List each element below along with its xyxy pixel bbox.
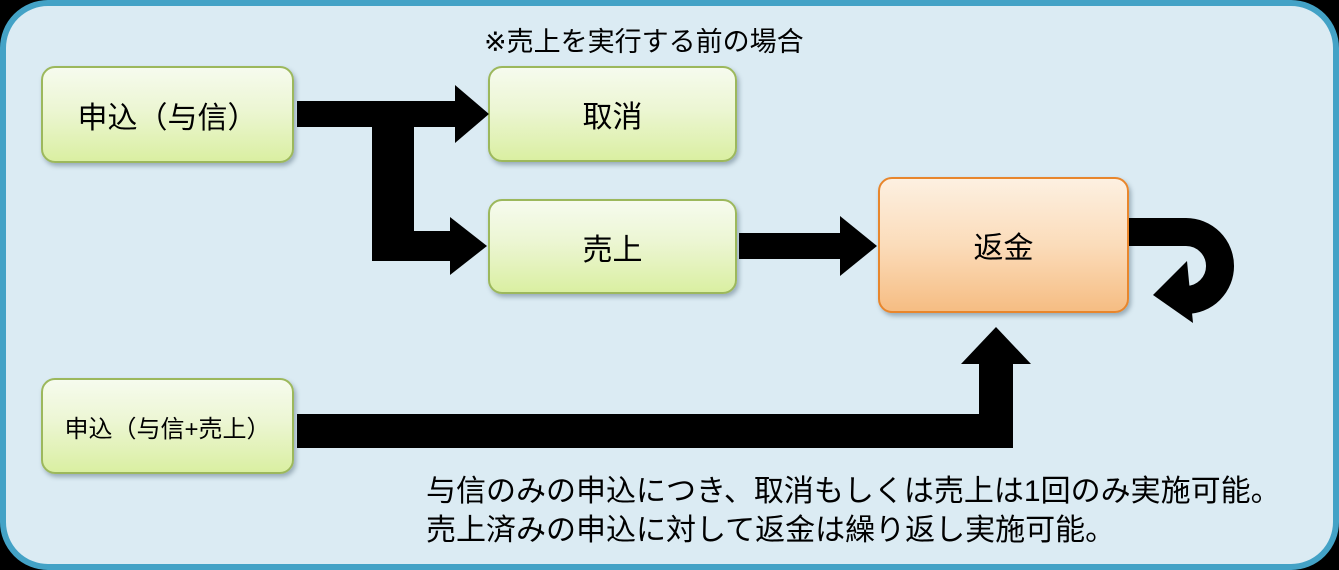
node-cancel: 取消 [488,66,737,162]
note-line-1: 与信のみの申込につき、取消もしくは売上は1回のみ実施可能。 [426,475,1281,508]
node-apply-credit: 申込（与信） [41,66,294,163]
node-refund: 返金 [878,177,1129,313]
arrow-refund-repeat-loop [1129,218,1234,323]
arrow-apply2-to-refund [297,327,1031,448]
arrow-apply-to-capture [372,102,487,275]
node-apply-credit-capture: 申込（与信+売上） [41,378,294,474]
caption-before-capture: ※売上を実行する前の場合 [484,27,804,57]
arrow-apply-to-cancel [297,85,489,143]
note-text: 与信のみの申込につき、取消もしくは売上は1回のみ実施可能。 売上済みの申込に対し… [426,472,1281,550]
note-line-2: 売上済みの申込に対して返金は繰り返し実施可能。 [426,514,1116,547]
node-capture: 売上 [488,199,737,294]
arrow-capture-to-refund [739,216,877,276]
